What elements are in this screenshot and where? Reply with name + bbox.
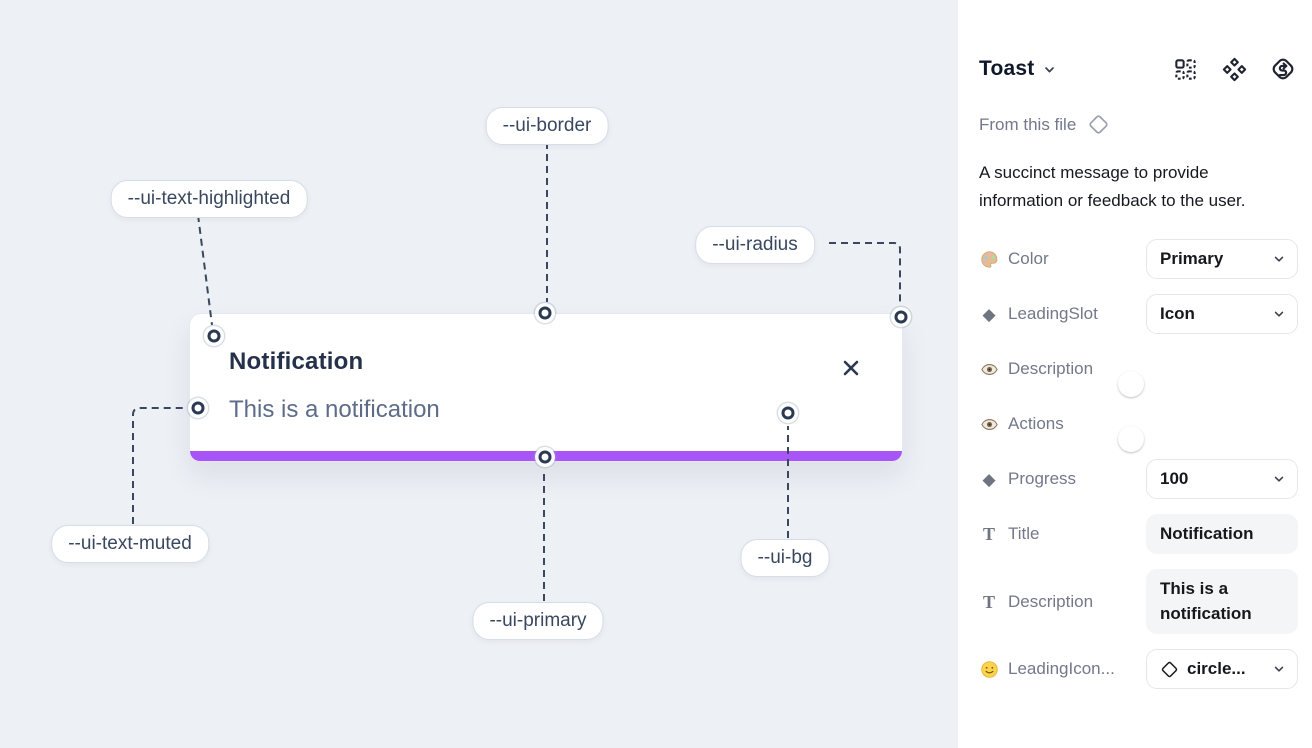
chevron-down-icon	[1273, 308, 1285, 320]
line-ui-text-highlighted	[197, 214, 213, 326]
text-icon: T	[982, 524, 995, 545]
title-field[interactable]: Notification	[1146, 514, 1298, 555]
prop-row-progress: ◆ Progress 100	[979, 459, 1298, 500]
toast-title: Notification	[229, 348, 364, 375]
prop-label: Description	[979, 359, 1146, 379]
diamond-icon: ◆	[982, 469, 996, 489]
text-icon: T	[982, 591, 995, 612]
diamond-outline-icon	[1160, 660, 1179, 679]
prop-label: Color	[979, 249, 1146, 269]
prop-label-text: Description	[1008, 359, 1094, 379]
prop-label: ◆ Progress	[979, 469, 1146, 489]
prop-row-description-text: T Description This is a notification	[979, 569, 1298, 635]
x-icon	[840, 357, 862, 379]
prop-label-text: Actions	[1008, 414, 1064, 434]
header-actions	[1172, 56, 1296, 82]
prop-row-leadingslot: ◆ LeadingSlot Icon	[979, 294, 1298, 335]
toggle-knob	[1118, 426, 1144, 453]
source-label: From this file	[979, 114, 1077, 134]
line-ui-text-muted	[132, 407, 184, 524]
connector-dot-text-muted	[191, 401, 205, 415]
component-diamonds-icon[interactable]	[1221, 56, 1247, 82]
prop-row-actions-toggle: Actions	[979, 404, 1296, 453]
var-label-ui-text-muted: --ui-text-muted	[51, 525, 209, 563]
source-row: From this file	[979, 113, 1296, 136]
prop-row-title: T Title Notification	[979, 514, 1298, 555]
chevron-down-icon	[1273, 473, 1285, 485]
prop-label: T Title	[979, 524, 1146, 544]
prop-label-text: Description	[1008, 591, 1094, 611]
prop-label-text: Progress	[1008, 469, 1077, 489]
var-label-ui-border: --ui-border	[485, 107, 609, 145]
component-description: A succinct message to provide informatio…	[979, 163, 1246, 210]
design-canvas: Notification This is a notification --ui…	[0, 0, 957, 748]
prop-label: T Description	[979, 592, 1146, 612]
prop-label-text: LeadingIcon...	[1008, 659, 1115, 679]
toggle-knob	[1118, 371, 1144, 398]
prop-row-color: Color Primary	[979, 239, 1298, 280]
prop-label: Actions	[979, 414, 1146, 434]
palette-icon	[979, 249, 999, 269]
description-field[interactable]: This is a notification	[1146, 569, 1298, 635]
eye-icon	[979, 359, 999, 379]
connector-dot-radius	[894, 310, 908, 324]
eye-icon	[979, 414, 999, 434]
var-label-ui-text-highlighted: --ui-text-highlighted	[110, 180, 308, 218]
color-dropdown[interactable]: Primary	[1146, 239, 1298, 280]
prop-label: LeadingIcon...	[979, 659, 1146, 679]
instance-grid-icon[interactable]	[1172, 56, 1198, 82]
dropdown-value: Primary	[1160, 249, 1224, 269]
subframe-logo-icon[interactable]	[1270, 56, 1296, 82]
leadingslot-dropdown[interactable]: Icon	[1146, 294, 1298, 335]
connector-dot-bg	[781, 406, 795, 420]
panel-header: Toast	[979, 56, 1296, 82]
progress-dropdown[interactable]: 100	[1146, 459, 1298, 500]
chevron-down-icon	[1273, 663, 1285, 675]
connector-dot-primary	[538, 450, 552, 464]
line-ui-radius	[829, 242, 901, 305]
prop-label-text: Title	[1008, 524, 1040, 544]
prop-row-description-toggle: Description	[979, 349, 1296, 398]
connector-dot-border	[538, 306, 552, 320]
chevron-down-icon	[1273, 253, 1285, 265]
component-title[interactable]: Toast	[979, 57, 1035, 80]
prop-label: ◆ LeadingSlot	[979, 304, 1146, 324]
connector-dot-text-highlighted	[207, 329, 221, 343]
dropdown-value: 100	[1160, 469, 1189, 489]
toast-close-button[interactable]	[839, 356, 863, 380]
prop-label-text: Color	[1008, 249, 1049, 269]
dropdown-value: Icon	[1160, 304, 1195, 324]
property-list: Color Primary ◆ LeadingSlot Icon	[979, 239, 1298, 690]
properties-panel: Toast	[957, 0, 1312, 748]
toast-description: This is a notification	[229, 396, 440, 423]
toast-component-preview: Notification This is a notification	[189, 313, 903, 462]
prop-row-leadingicon: LeadingIcon... circle...	[979, 649, 1298, 690]
prop-label-text: LeadingSlot	[1008, 304, 1098, 324]
leadingicon-dropdown[interactable]: circle...	[1146, 649, 1298, 690]
var-label-ui-radius: --ui-radius	[695, 226, 815, 264]
diamond-icon: ◆	[982, 304, 996, 324]
dropdown-value: circle...	[1187, 659, 1246, 679]
diamond-outline-icon	[1087, 113, 1110, 136]
var-label-ui-primary: --ui-primary	[472, 602, 604, 640]
chevron-down-icon[interactable]	[1043, 63, 1056, 76]
smiley-icon	[979, 659, 999, 679]
var-label-ui-bg: --ui-bg	[740, 539, 830, 577]
